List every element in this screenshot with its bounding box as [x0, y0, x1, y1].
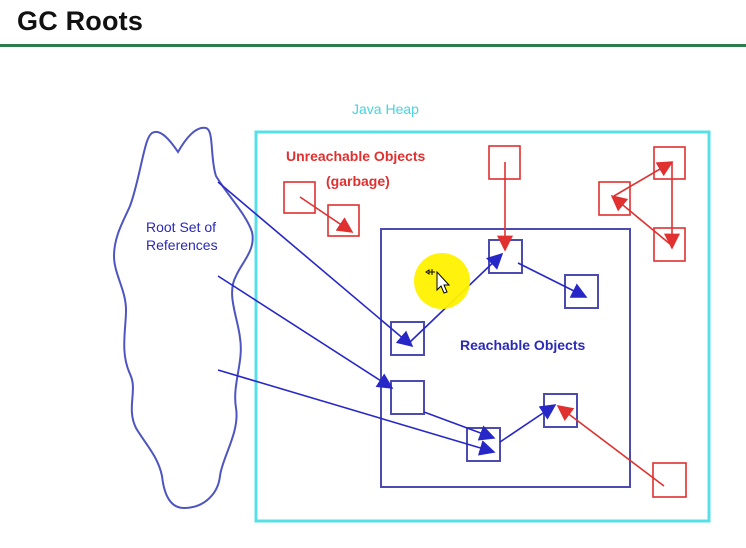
root-reference-2 — [217, 275, 394, 389]
reference-e-to-f — [499, 404, 557, 443]
garbage-label: (garbage) — [326, 173, 390, 189]
references-label: References — [146, 237, 218, 253]
reachable-objects-label: Reachable Objects — [460, 337, 585, 353]
garbage-reference-7-to-f — [556, 405, 665, 487]
move-cursor-icon — [425, 269, 451, 294]
garbage-object-7 — [652, 462, 687, 498]
garbage-reference-6-to-4 — [610, 194, 671, 245]
reference-d-to-e — [423, 411, 496, 441]
garbage-object-2 — [327, 204, 360, 237]
root-reference-3 — [217, 369, 496, 456]
reachable-object-a — [390, 321, 425, 356]
root-reference-1 — [217, 181, 414, 348]
garbage-object-1 — [283, 181, 316, 214]
root-set-label: Root Set of — [146, 219, 216, 235]
java-heap-box — [254, 130, 711, 523]
garbage-reference-4-to-5 — [613, 161, 674, 197]
reference-b-to-c — [517, 262, 588, 298]
slide-title: GC Roots — [17, 6, 144, 36]
reachable-object-d — [390, 380, 425, 415]
reachable-object-c — [564, 274, 599, 309]
garbage-reference-1-to-2 — [299, 196, 354, 233]
reachable-object-f — [543, 393, 578, 428]
root-set-cloud — [112, 126, 254, 510]
title-rule — [0, 44, 746, 47]
unreachable-objects-label: Unreachable Objects — [286, 148, 425, 164]
java-heap-label: Java Heap — [352, 101, 419, 117]
reachable-object-e — [466, 427, 501, 462]
